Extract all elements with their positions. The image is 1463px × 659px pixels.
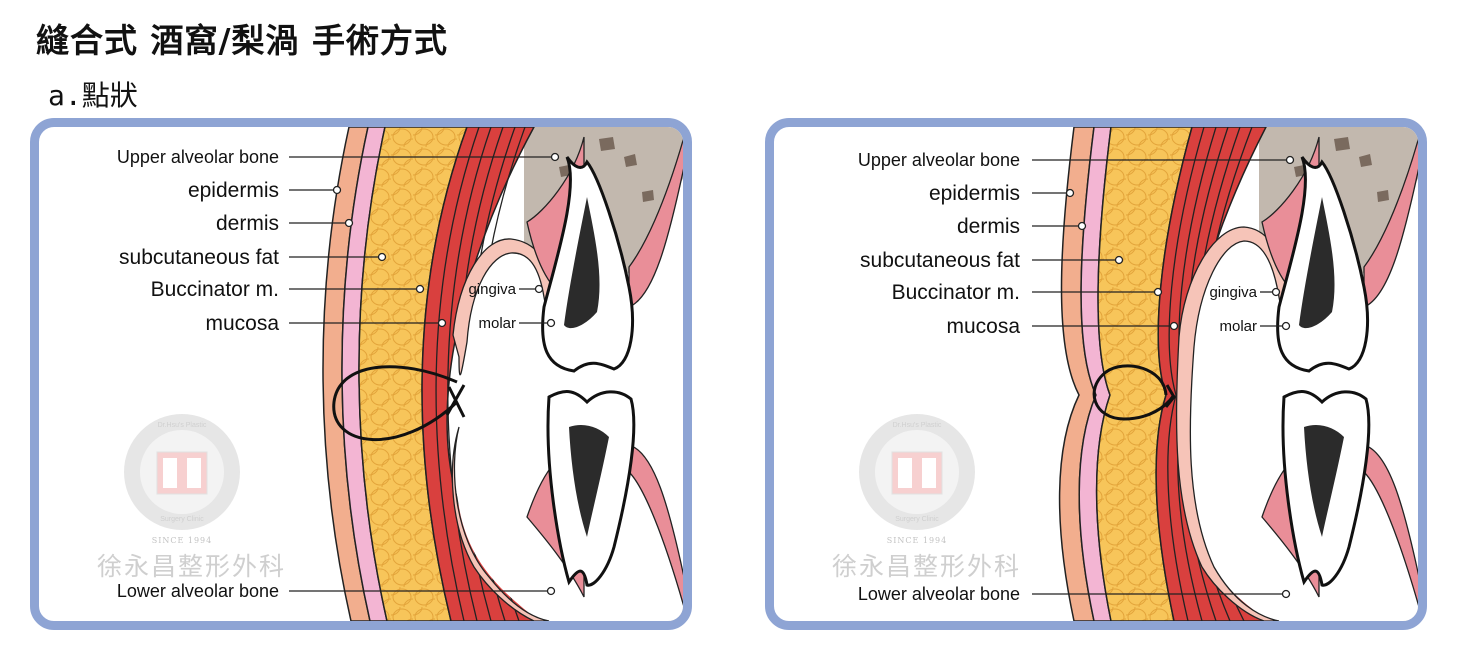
leader-lines [289, 152, 560, 596]
label-upper-alveolar-bone: Upper alveolar bone [117, 147, 279, 167]
clinic-seal-logo: SINCE 1994 Dr.Hsu's Plastic Surgery Clin… [859, 414, 975, 545]
suture-loop [332, 365, 459, 441]
watermark-ring-top: Dr.Hsu's Plastic [158, 422, 207, 429]
watermark-ring-bottom: Surgery Clinic [160, 516, 204, 523]
diagram-panel-a: Upper alveolar bone epidermis dermis sub… [30, 118, 692, 630]
lower-molar-pulp [569, 425, 609, 537]
upper-molar-pulp [564, 197, 600, 329]
label-buccinator: Buccinator m. [151, 278, 279, 301]
cross-section-diagram-b: Upper alveolar bone epidermis dermis sub… [858, 127, 1418, 621]
watermark-since: SINCE 1994 [152, 536, 213, 545]
page-subtitle: a.點狀 [48, 79, 138, 112]
label-mucosa: mucosa [205, 312, 279, 335]
suture-knot [445, 384, 466, 418]
label-dermis: dermis [216, 212, 279, 235]
label-epidermis: epidermis [929, 182, 1020, 205]
label-dermis: dermis [957, 215, 1020, 238]
label-epidermis: epidermis [188, 179, 279, 202]
clinic-seal-logo: SINCE 1994 Dr.Hsu's Plastic Surgery Clin… [124, 414, 240, 545]
watermark-ring-bottom: Surgery Clinic [895, 516, 939, 523]
leader-lines [1032, 155, 1295, 599]
watermark-ring-top: Dr.Hsu's Plastic [893, 422, 942, 429]
suture-knot [1164, 384, 1176, 408]
upper-gingiva-right [1363, 138, 1418, 308]
label-upper-alveolar-bone: Upper alveolar bone [858, 150, 1020, 170]
label-gingiva: gingiva [1209, 284, 1257, 301]
lower-gingiva-right [628, 444, 683, 606]
suture-loop [1092, 364, 1176, 421]
label-subcutaneous-fat: subcutaneous fat [119, 246, 279, 269]
label-molar: molar [478, 315, 516, 332]
mucosa-lower [451, 426, 550, 621]
page-title: 縫合式 酒窩/梨渦 手術方式 [36, 21, 449, 60]
label-subcutaneous-fat: subcutaneous fat [860, 249, 1020, 272]
lower-molar-pulp [1304, 425, 1344, 537]
upper-gingiva-right [628, 138, 683, 308]
watermark-clinic-name: 徐永昌整形外科 [832, 552, 1022, 581]
watermark-clinic-name: 徐永昌整形外科 [97, 552, 287, 581]
label-lower-alveolar-bone: Lower alveolar bone [117, 581, 279, 601]
label-lower-alveolar-bone: Lower alveolar bone [858, 584, 1020, 604]
label-mucosa: mucosa [946, 315, 1020, 338]
label-molar: molar [1219, 318, 1257, 335]
lower-gingiva-right [1363, 444, 1418, 606]
upper-molar-pulp [1299, 197, 1335, 329]
label-buccinator: Buccinator m. [892, 281, 1020, 304]
cross-section-diagram-a: Upper alveolar bone epidermis dermis sub… [117, 127, 683, 621]
label-gingiva: gingiva [468, 281, 516, 298]
diagram-panel-b: Upper alveolar bone epidermis dermis sub… [765, 118, 1427, 630]
watermark-since: SINCE 1994 [887, 536, 948, 545]
